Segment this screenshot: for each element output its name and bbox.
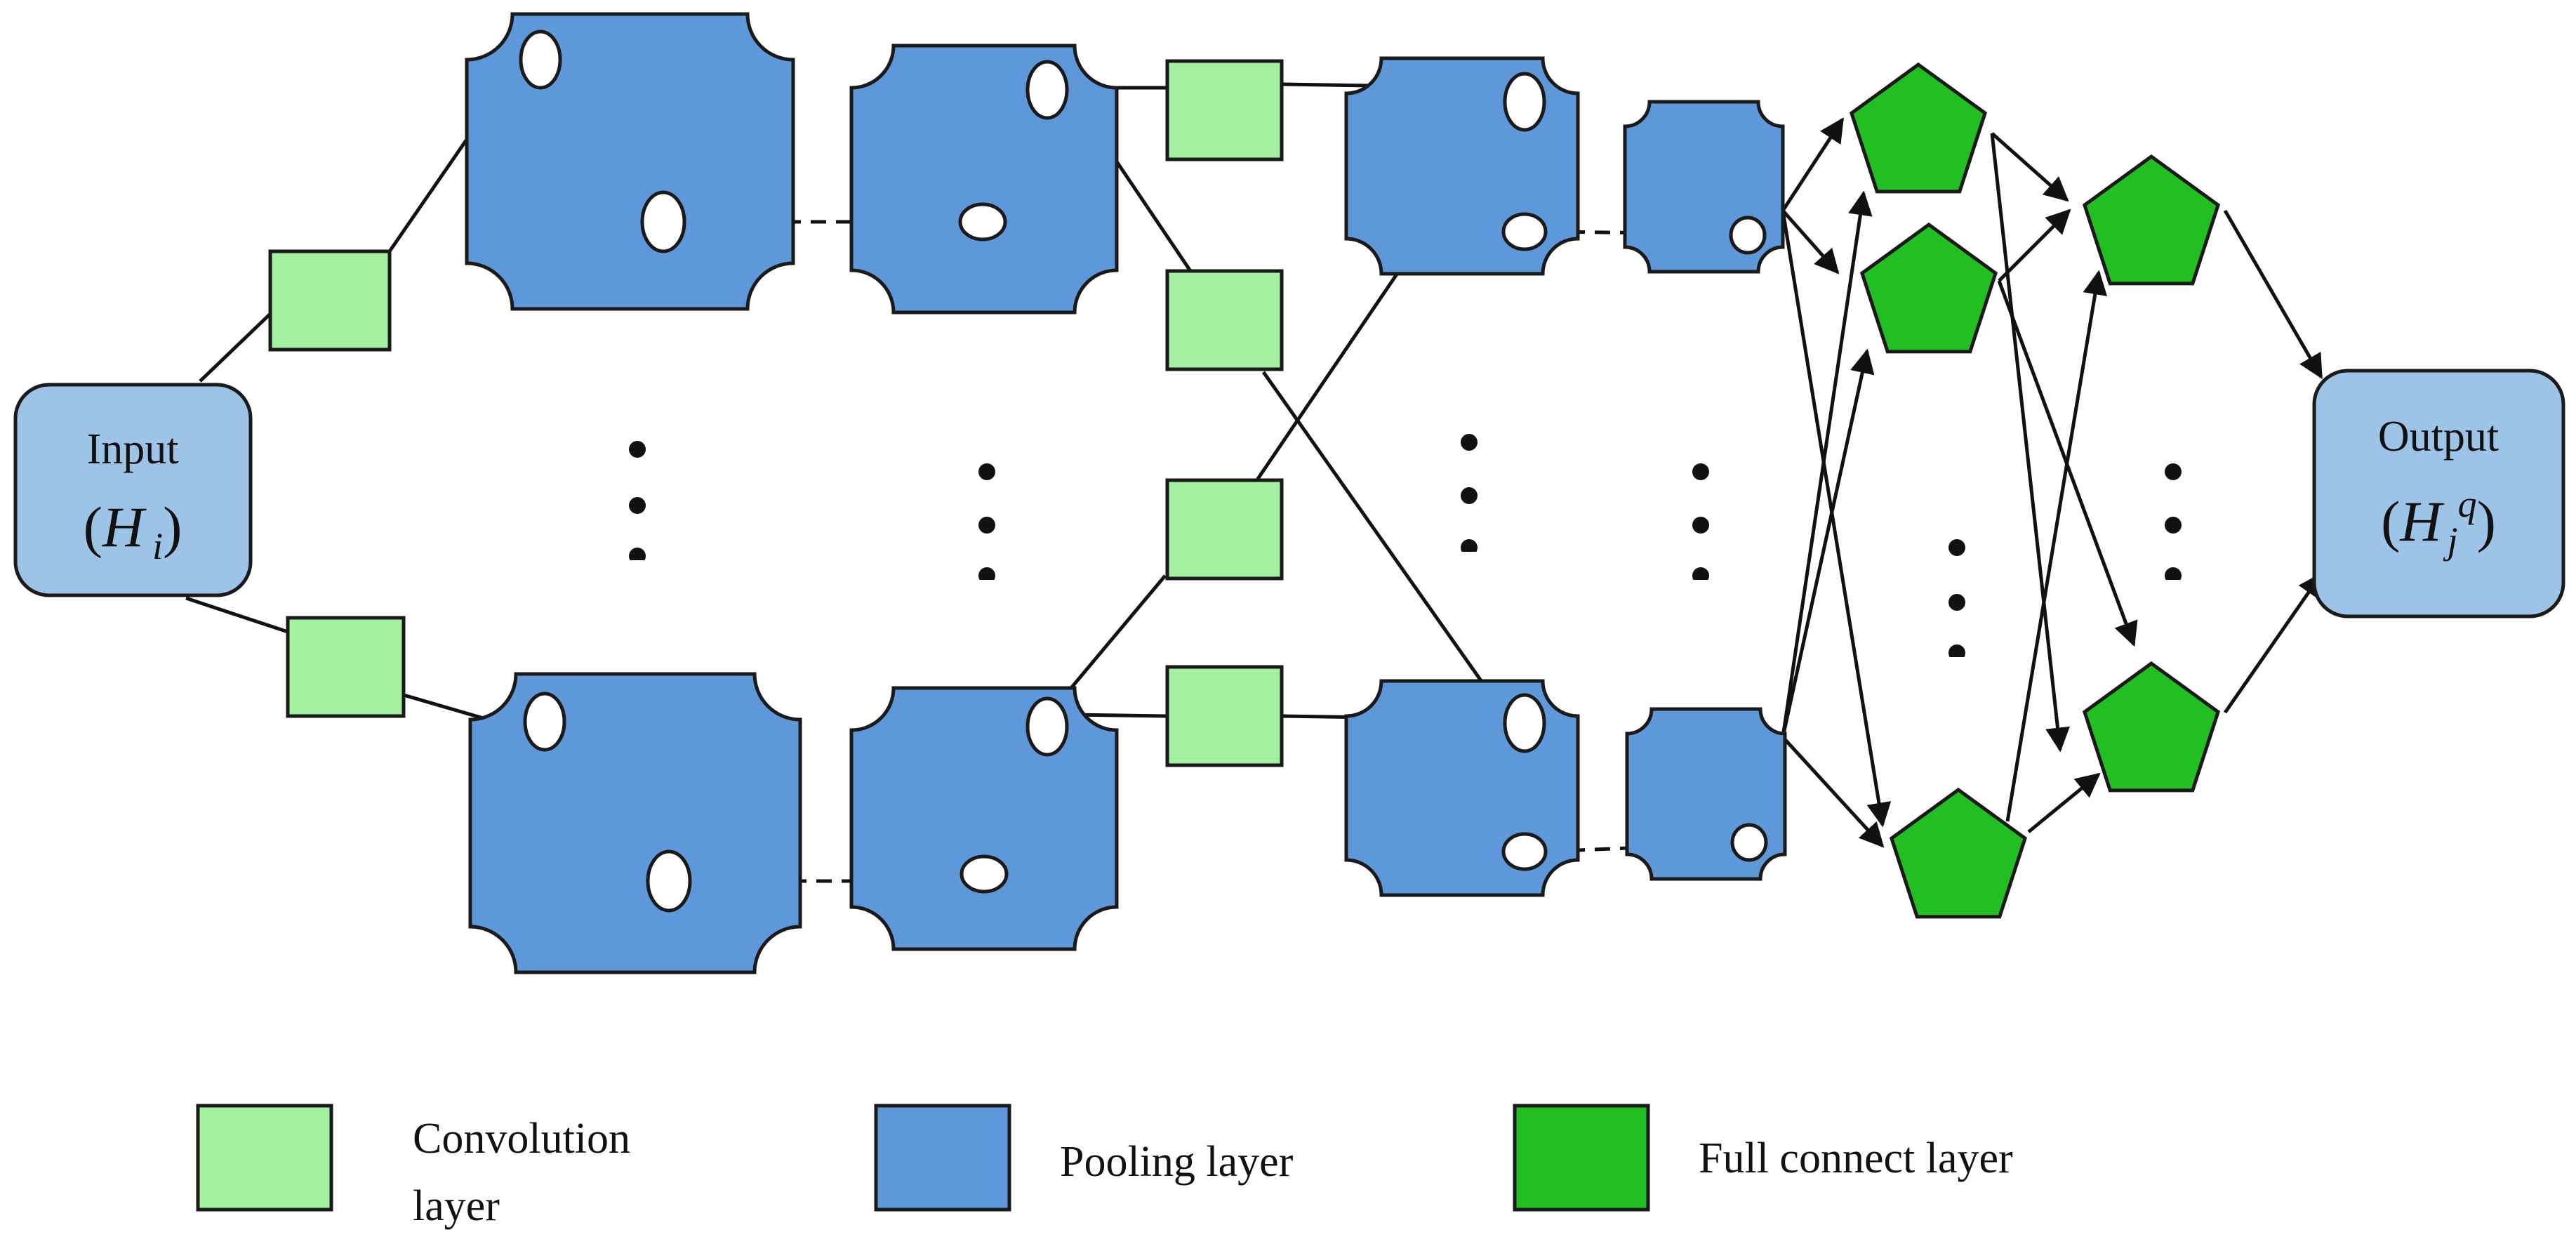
edge-p4t-fc1b bbox=[1781, 209, 1840, 274]
dot-mask bbox=[1681, 580, 1723, 601]
conv-square-mid-1 bbox=[1165, 59, 1284, 161]
edge-input-conv-bottom bbox=[185, 596, 288, 634]
edge-pool2-conv-d bbox=[1070, 713, 1168, 718]
dot-mask bbox=[618, 560, 660, 581]
legend-label-pooling: Pooling layer bbox=[1060, 1138, 1294, 1186]
pooling-layers bbox=[465, 12, 1787, 974]
edge-pool2-conv-c bbox=[1070, 574, 1167, 689]
conv-square-mid-3 bbox=[1165, 478, 1284, 581]
pool2-top bbox=[849, 44, 1119, 315]
dot bbox=[1948, 539, 1965, 556]
edge-fc2a-output bbox=[2223, 209, 2323, 380]
dot-mask bbox=[1449, 552, 1492, 573]
input-title: Input bbox=[87, 425, 179, 473]
neuron-pool1-bottom-b bbox=[646, 849, 692, 913]
edge-p4t-fc1c bbox=[1781, 210, 1892, 828]
edge-fc1c-fc2a bbox=[2005, 270, 2108, 822]
dot bbox=[978, 463, 995, 480]
edge-conv-pool3-b bbox=[1261, 371, 1501, 708]
fc-pentagon-col2-b bbox=[2082, 661, 2221, 793]
dot-crop-masks bbox=[618, 552, 2196, 678]
neuron-pool4-top bbox=[1729, 216, 1767, 255]
conv-square-input-top bbox=[268, 249, 392, 352]
dot bbox=[1948, 594, 1965, 611]
legend: Convolution layer Pooling layer Full con… bbox=[196, 1104, 2013, 1230]
legend-label-convolution-line1: Convolution bbox=[413, 1115, 630, 1163]
pool1-top bbox=[465, 12, 795, 311]
dot bbox=[1692, 517, 1709, 534]
full-connect-layers bbox=[1849, 62, 2221, 919]
dot-mask bbox=[1937, 657, 1979, 678]
dot bbox=[2165, 463, 2182, 480]
edge-fc1a-fc2b bbox=[1990, 133, 2070, 753]
neuron-pool1-bottom-a bbox=[523, 692, 566, 752]
conv-square-mid-2 bbox=[1165, 269, 1284, 371]
neuron-pool4-bottom bbox=[1730, 823, 1768, 862]
conv-square-input-bottom bbox=[286, 616, 406, 718]
dot bbox=[1461, 487, 1478, 504]
fc-pentagon-col1-b bbox=[1859, 222, 1998, 354]
dot bbox=[978, 517, 995, 534]
fc-pentagon-col1-c bbox=[1889, 787, 2028, 919]
output-title: Output bbox=[2378, 413, 2499, 461]
neuron-pool1-top-b bbox=[640, 190, 686, 253]
conv-square-mid-4 bbox=[1165, 665, 1284, 767]
neuron-pool2-top-b bbox=[958, 202, 1007, 241]
convolution-layers bbox=[268, 59, 1284, 767]
edge-fc2b-output bbox=[2223, 572, 2323, 714]
legend-swatch-pooling bbox=[874, 1104, 1011, 1212]
dot bbox=[629, 497, 646, 514]
input-box bbox=[13, 383, 253, 597]
edge-fc1b-fc2a bbox=[1998, 209, 2071, 282]
fc-pentagon-col1-a bbox=[1849, 62, 1988, 194]
neurons bbox=[519, 29, 1768, 913]
ellipsis-dots bbox=[629, 434, 2182, 661]
neuron-pool2-bottom-b bbox=[960, 854, 1009, 894]
fc-pentagon-col2-a bbox=[2082, 154, 2221, 286]
dot bbox=[1692, 463, 1709, 480]
neuron-pool3-bottom-b bbox=[1501, 832, 1548, 871]
edge-fc1a-fc2a bbox=[1991, 132, 2069, 202]
edge-p4t-fc1a bbox=[1781, 117, 1845, 212]
dot bbox=[1461, 434, 1478, 451]
edge-p4b-fc1a bbox=[1781, 190, 1873, 738]
edge-p4b-fc1b bbox=[1781, 348, 1875, 738]
legend-swatch-full-connect bbox=[1513, 1104, 1650, 1212]
legend-label-full-connect: Full connect layer bbox=[1699, 1134, 2013, 1182]
edge-input-conv-top bbox=[199, 313, 271, 383]
dot bbox=[2165, 517, 2182, 534]
neuron-pool2-top-a bbox=[1025, 60, 1069, 120]
legend-label-convolution-line2: layer bbox=[413, 1182, 500, 1230]
legend-swatch-convolution bbox=[196, 1104, 333, 1212]
neuron-pool3-bottom-a bbox=[1503, 693, 1546, 753]
output-box bbox=[2312, 369, 2565, 618]
neuron-pool3-top-a bbox=[1503, 72, 1546, 132]
edge-fc1c-fc2b bbox=[2027, 772, 2101, 833]
dot-mask bbox=[2153, 580, 2196, 601]
neuron-pool2-bottom-a bbox=[1025, 696, 1069, 757]
neuron-pool3-top-b bbox=[1501, 212, 1548, 251]
pool2-bottom bbox=[849, 686, 1119, 951]
pool1-bottom bbox=[468, 672, 802, 974]
dot bbox=[629, 441, 646, 458]
neuron-pool1-top-a bbox=[519, 29, 562, 90]
edge-p4b-fc1c bbox=[1781, 736, 1885, 848]
dot-mask bbox=[969, 580, 1011, 601]
